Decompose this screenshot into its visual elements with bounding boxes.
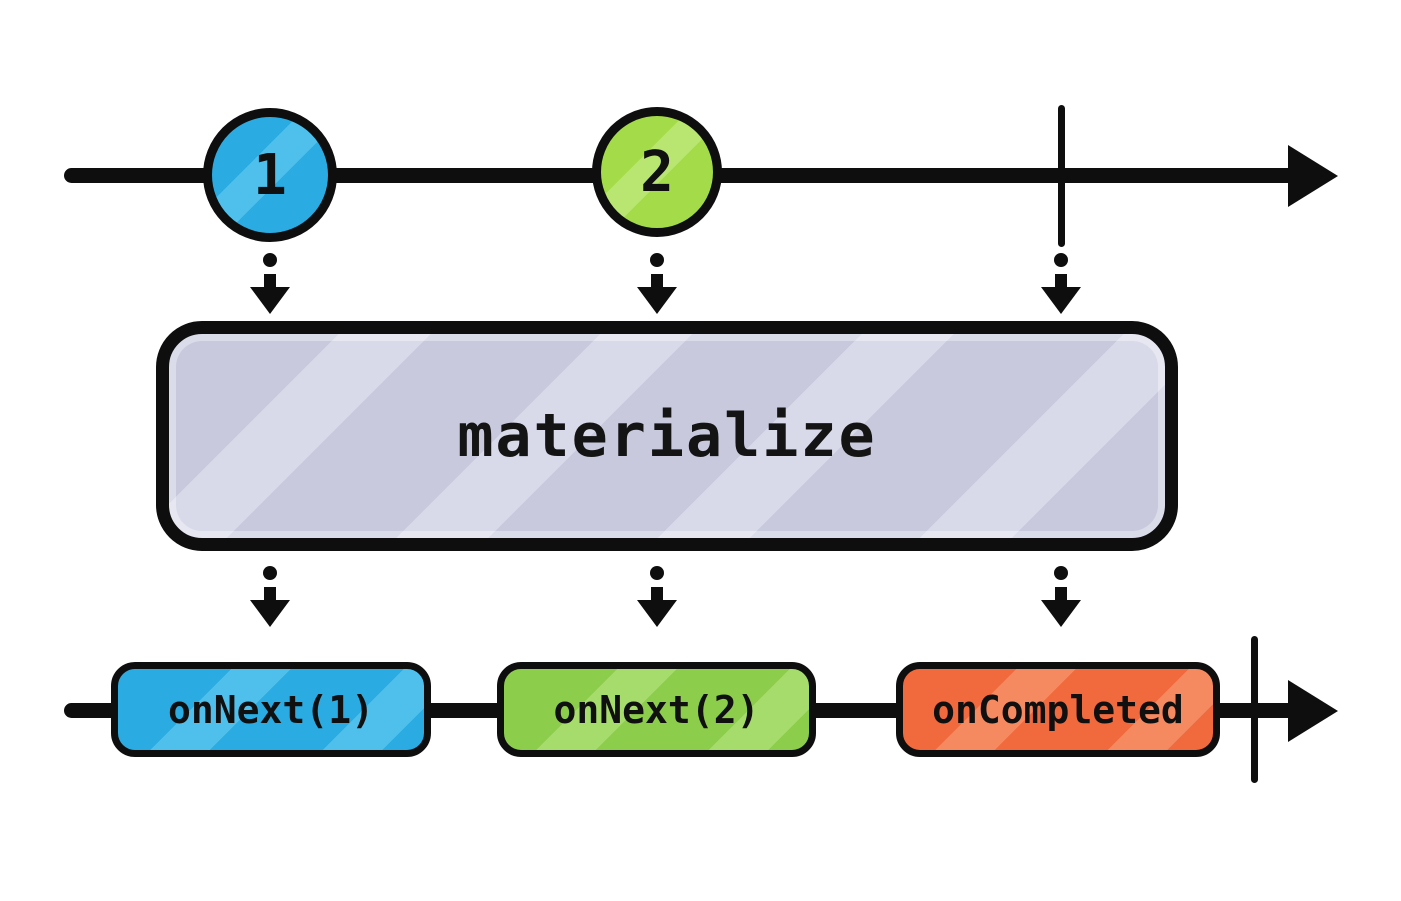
- flow-arrow-head: [1041, 287, 1081, 314]
- output-event-onnext-2: onNext(2): [497, 662, 816, 757]
- operator-label: materialize: [457, 401, 877, 471]
- flow-arrow-dot: [263, 566, 277, 580]
- flow-arrow-stem: [651, 587, 663, 600]
- input-marble-1-label: 1: [253, 142, 287, 208]
- flow-arrow-down-icon: [250, 566, 290, 627]
- output-event-oncompleted: onCompleted: [896, 662, 1220, 757]
- flow-arrow-head: [250, 600, 290, 627]
- flow-arrow-stem: [1055, 274, 1067, 287]
- flow-arrow-dot: [263, 253, 277, 267]
- flow-arrow-stem: [264, 587, 276, 600]
- output-event-onnext-2-label: onNext(2): [553, 687, 760, 732]
- output-timeline-arrowhead-icon: [1288, 680, 1338, 742]
- flow-arrow-head: [637, 287, 677, 314]
- operator-box: materialize: [156, 321, 1178, 551]
- output-completion-tick: [1251, 636, 1258, 783]
- output-event-onnext-1-label: onNext(1): [168, 687, 374, 732]
- flow-arrow-head: [1041, 600, 1081, 627]
- input-marble-2-label: 2: [640, 139, 674, 205]
- input-marble-2: 2: [592, 107, 722, 237]
- flow-arrow-dot: [650, 253, 664, 267]
- flow-arrow-stem: [1055, 587, 1067, 600]
- flow-arrow-dot: [1054, 566, 1068, 580]
- input-completion-tick: [1058, 105, 1065, 247]
- flow-arrow-down-icon: [637, 253, 677, 314]
- output-event-onnext-1: onNext(1): [111, 662, 431, 757]
- flow-arrow-stem: [264, 274, 276, 287]
- flow-arrow-down-icon: [250, 253, 290, 314]
- flow-arrow-down-icon: [637, 566, 677, 627]
- flow-arrow-dot: [1054, 253, 1068, 267]
- flow-arrow-down-icon: [1041, 253, 1081, 314]
- input-marble-1: 1: [203, 108, 337, 242]
- flow-arrow-head: [250, 287, 290, 314]
- flow-arrow-stem: [651, 274, 663, 287]
- output-event-oncompleted-label: onCompleted: [932, 687, 1184, 732]
- flow-arrow-dot: [650, 566, 664, 580]
- input-timeline-arrowhead-icon: [1288, 145, 1338, 207]
- flow-arrow-head: [637, 600, 677, 627]
- flow-arrow-down-icon: [1041, 566, 1081, 627]
